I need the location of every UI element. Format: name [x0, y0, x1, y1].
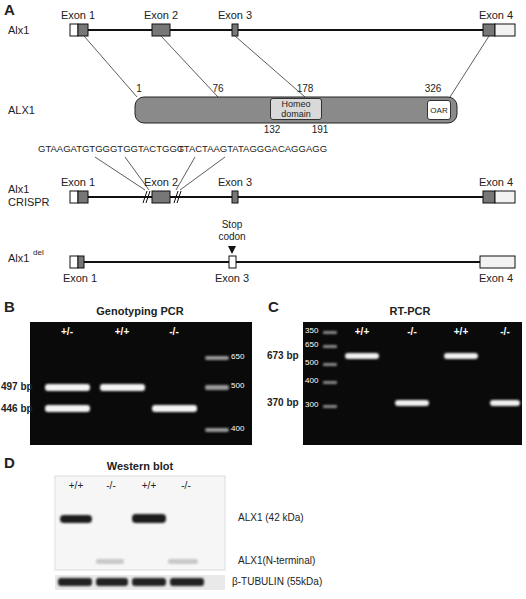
protein-bar: [135, 97, 457, 123]
lane-label: +/+: [115, 326, 129, 338]
motif-box: OAR: [427, 100, 451, 120]
panel-letter: A: [4, 1, 15, 19]
band-size: 497 bp: [1, 381, 33, 393]
gene-name: Alx1: [8, 252, 29, 265]
allele-superscript: del: [33, 248, 44, 258]
gene-crispr: [70, 157, 515, 203]
panel-letter: D: [4, 454, 15, 472]
ladder-size: 400: [305, 376, 318, 386]
band-size: 446 bp: [1, 403, 33, 415]
protein-name: ALX1: [8, 104, 35, 117]
exon-label: Exon 4: [479, 9, 513, 22]
mapping-lines: [84, 36, 489, 97]
ladder-size: 400: [231, 424, 244, 434]
exon-label: Exon 1: [61, 9, 95, 22]
lane-label: +/+: [454, 326, 468, 338]
ladder-size: 650: [305, 340, 318, 350]
exon-label: Exon 4: [479, 176, 513, 189]
guide-sequence: GTAAGATGTGGGTGGTACTGGG: [38, 143, 184, 154]
lane-label: +/+: [355, 326, 369, 338]
domain-box: Homeo domain: [270, 98, 322, 120]
panel-title: Western blot: [107, 460, 173, 473]
ladder-size: 300: [305, 400, 318, 410]
band-size: 673 bp: [267, 350, 299, 362]
gene-wt: [70, 24, 515, 36]
residue-number: 1: [136, 83, 142, 95]
lane-label: -/-: [181, 480, 190, 492]
box-text: Homeo domain: [271, 99, 321, 119]
lane-label: -/-: [500, 326, 509, 338]
residue-number: 191: [312, 124, 329, 136]
lane-label: -/-: [106, 480, 115, 492]
western-blot: [55, 476, 225, 590]
exon-label: Exon 3: [218, 9, 252, 22]
panel-title: Genotyping PCR: [96, 305, 183, 318]
lane-label: -/-: [169, 326, 178, 338]
lane-label: +/+: [69, 480, 83, 492]
gel-rtpcr: [303, 322, 522, 445]
exon-label: Exon 3: [218, 176, 252, 189]
gene-del: [70, 246, 515, 268]
lane-label: -/-: [407, 326, 416, 338]
ladder-size: 350: [305, 326, 318, 336]
residue-number: 178: [297, 83, 314, 95]
residue-number: 326: [425, 83, 442, 95]
panel-letter: B: [4, 298, 15, 316]
exon-label: Exon 1: [61, 176, 95, 189]
band-size: 370 bp: [267, 397, 299, 409]
lane-label: +/-: [61, 326, 73, 338]
lane-label: +/+: [142, 480, 156, 492]
residue-number: 132: [264, 124, 281, 136]
gene-name: Alx1: [8, 24, 29, 37]
ladder-size: 500: [231, 381, 244, 391]
exon-label: Exon 4: [479, 272, 513, 285]
stop-codon-label: Stop codon: [214, 219, 250, 243]
panel-title: RT-PCR: [390, 305, 431, 318]
gel-genotyping: [30, 322, 252, 445]
band-label: ALX1(N-terminal): [238, 555, 315, 567]
ladder-size: 500: [305, 358, 318, 368]
exon-label: Exon 3: [215, 272, 249, 285]
guide-sequence: TTACTAAGTATAGGGACAGGAGG: [178, 143, 327, 154]
exon-label: Exon 2: [144, 176, 178, 189]
exon-label: Exon 1: [63, 272, 97, 285]
band-label: ALX1 (42 kDa): [238, 512, 304, 524]
panel-letter: C: [268, 298, 279, 316]
box-text: OAR: [430, 106, 447, 115]
band-label: β-TUBULIN (55kDa): [232, 576, 322, 588]
ladder-size: 650: [231, 352, 244, 362]
residue-number: 76: [212, 83, 223, 95]
exon-label: Exon 2: [144, 9, 178, 22]
gene-name: Alx1 CRISPR: [8, 183, 58, 209]
